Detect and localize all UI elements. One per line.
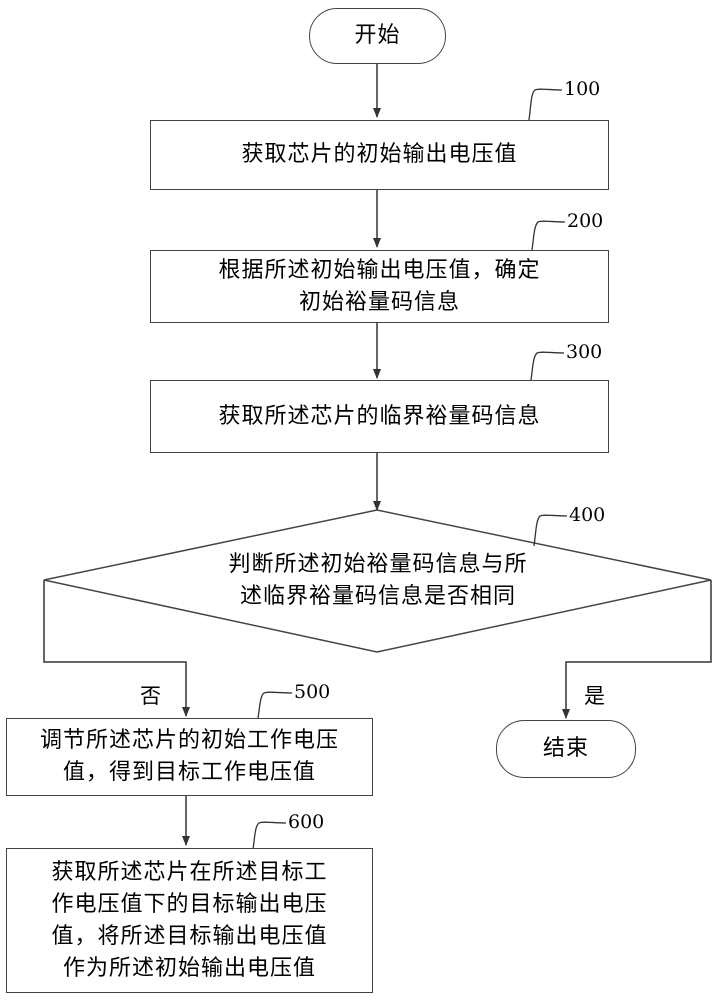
step-400-text-area: 判断所述初始裕量码信息与所 述临界裕量码信息是否相同 xyxy=(170,545,586,617)
step-400-number: 400 xyxy=(569,504,606,526)
leader-500 xyxy=(257,691,293,719)
step-500-box: 调节所述芯片的初始工作电压 值，得到目标工作电压值 xyxy=(6,718,373,796)
end-terminal: 结束 xyxy=(496,720,636,778)
leader-400 xyxy=(533,514,568,547)
step-500-text: 调节所述芯片的初始工作电压 值，得到目标工作电压值 xyxy=(39,728,339,785)
leader-100 xyxy=(528,88,563,121)
step-300-text: 获取所述芯片的临界裕量码信息 xyxy=(218,403,541,429)
step-600-number: 600 xyxy=(288,811,325,833)
step-300-number: 300 xyxy=(566,341,603,363)
decision-diamond-400 xyxy=(43,509,712,653)
branch-no-label: 否 xyxy=(140,684,161,708)
step-300-box: 获取所述芯片的临界裕量码信息 xyxy=(150,380,609,453)
step-500-number: 500 xyxy=(294,681,331,703)
step-200-box: 根据所述初始输出电压值，确定 初始裕量码信息 xyxy=(150,250,609,323)
step-100-box: 获取芯片的初始输出电压值 xyxy=(150,120,609,190)
arrow-400-no-to-500 xyxy=(43,580,190,717)
step-600-text: 获取所述芯片在所述目标工 作电压值下的目标输出电压 值，将所述目标输出电压值 作… xyxy=(51,859,328,981)
leader-200 xyxy=(531,220,566,251)
branch-yes-label: 是 xyxy=(584,684,605,708)
step-200-number: 200 xyxy=(567,210,604,232)
start-terminal: 开始 xyxy=(309,8,446,64)
step-400-text: 判断所述初始裕量码信息与所 述临界裕量码信息是否相同 xyxy=(228,552,528,609)
step-600-box: 获取所述芯片在所述目标工 作电压值下的目标输出电压 值，将所述目标输出电压值 作… xyxy=(6,848,373,993)
step-100-number: 100 xyxy=(564,78,601,100)
step-200-text: 根据所述初始输出电压值，确定 初始裕量码信息 xyxy=(218,257,541,315)
start-label: 开始 xyxy=(354,23,401,48)
leader-600 xyxy=(252,821,287,850)
step-100-text: 获取芯片的初始输出电压值 xyxy=(241,142,518,167)
arrow-400-yes-to-end xyxy=(562,580,712,719)
end-label: 结束 xyxy=(542,736,589,761)
leader-300 xyxy=(530,351,565,381)
